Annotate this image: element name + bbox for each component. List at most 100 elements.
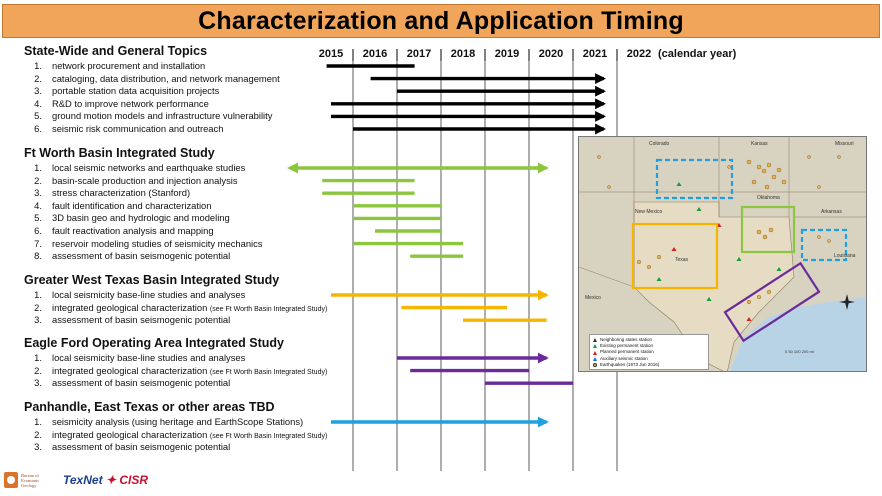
task-number: 2.: [34, 428, 42, 440]
task-label: assessment of basin seismogenic potentia…: [52, 314, 231, 326]
task-note: (see Ft Worth Basin Integrated Study): [209, 305, 328, 313]
task-number: 5.: [34, 110, 42, 122]
map-label-mexico: Mexico: [585, 295, 601, 301]
red-triangle-icon: [593, 350, 597, 355]
task-number: 1.: [34, 289, 42, 300]
task-label: fault reactivation analysis and mapping: [52, 225, 214, 236]
task-text: assessment of basin seismogenic potentia…: [52, 250, 230, 262]
task-text: seismicity analysis (using heritage and …: [52, 416, 303, 428]
task-item: 8.assessment of basin seismogenic potent…: [31, 250, 230, 262]
task-number: 4.: [34, 97, 42, 109]
map-label-colorado: Colorado: [649, 141, 670, 147]
map-label-missouri: Missouri: [835, 141, 854, 147]
blue-triangle-icon: [593, 356, 597, 361]
task-number: 3.: [34, 441, 42, 453]
task-text: assessment of basin seismogenic potentia…: [52, 314, 230, 326]
westtexas-box: [631, 222, 719, 290]
task-label: local seismicity base-line studies and a…: [52, 289, 246, 300]
map-label-new-mexico: New Mexico: [635, 209, 663, 215]
task-label: seismic risk communication and outreach: [52, 123, 224, 134]
task-text: local seismicity base-line studies and a…: [52, 352, 245, 364]
task-number: 7.: [34, 237, 42, 249]
task-label: integrated geological characterization: [52, 428, 208, 440]
year-unit-label: (calendar year): [658, 48, 737, 60]
task-text: fault identification and characterizatio…: [52, 200, 211, 212]
year-label: 2020: [538, 48, 564, 60]
task-item: 5. ground motion models and infrastructur…: [31, 110, 272, 122]
task-text: basin-scale production and injection ana…: [52, 175, 238, 187]
task-number: 3.: [34, 187, 42, 199]
page-title: Characterization and Application Timing: [198, 6, 684, 35]
task-label: assessment of basin seismogenic potentia…: [52, 377, 231, 389]
task-item: 6. seismic risk communication and outreac…: [31, 123, 223, 135]
north-arrow-icon: [839, 294, 855, 310]
task-text: integrated geological characterization (…: [52, 429, 327, 443]
task-label: network procurement and installation: [52, 60, 206, 71]
year-label: 2017: [406, 48, 432, 60]
map-label-oklahoma: Oklahoma: [757, 195, 780, 201]
task-item: 2. integrated geological characterization…: [31, 302, 327, 316]
task-number: 1.: [34, 162, 42, 173]
task-note: (see Ft Worth Basin Integrated Study): [209, 432, 328, 440]
eagleford-box: [723, 261, 821, 343]
legend-row: Planned permanent station: [593, 349, 705, 355]
task-text: assessment of basin seismogenic potentia…: [52, 441, 230, 453]
task-item: 2. integrated geological characterization…: [31, 365, 327, 379]
task-label: 3D basin geo and hydrologic and modeling: [52, 212, 230, 224]
map-graphic: [579, 137, 866, 371]
task-label: assessment of basin seismogenic potentia…: [52, 250, 231, 262]
task-label: seismicity analysis (using heritage and …: [52, 416, 304, 427]
task-label: ground motion models and infrastructure …: [52, 110, 273, 122]
beg-logo: Bureau of Economic Geology: [4, 472, 55, 488]
task-label: portable station data acquisition projec…: [52, 85, 220, 97]
task-item: 7.reservoir modeling studies of seismici…: [31, 237, 262, 250]
task-label: fault identification and characterizatio…: [52, 199, 212, 211]
task-text: R&D to improve network performance: [52, 98, 209, 110]
task-text: ground motion models and infrastructure …: [52, 110, 272, 122]
task-text: fault reactivation analysis and mapping: [52, 225, 214, 237]
task-item: 1. network procurement and installation: [31, 60, 205, 72]
year-label: 2015: [318, 48, 344, 60]
task-label: assessment of basin seismogenic potentia…: [52, 441, 231, 453]
task-item: 3. assessment of basin seismogenic potent…: [31, 441, 230, 453]
task-item: 1. local seismicity base-line studies and…: [31, 289, 245, 301]
task-label: cataloging, data distribution, and netwo…: [52, 72, 280, 84]
beg-logo-icon: [4, 472, 18, 488]
texas-seismicity-map: Colorado Kansas Missouri Oklahoma New Me…: [578, 136, 867, 372]
legend-row: Auxiliary seismic station: [593, 356, 705, 362]
task-number: 5.: [34, 212, 42, 224]
task-item: 4. fault identification and characterizat…: [31, 200, 211, 212]
task-item: 2. integrated geological characterization…: [31, 429, 327, 443]
section-heading: Panhandle, East Texas or other areas TBD: [24, 400, 275, 414]
section-heading: Eagle Ford Operating Area Integrated Stu…: [24, 336, 284, 350]
task-number: 6.: [34, 225, 42, 236]
section-heading: State-Wide and General Topics: [24, 44, 208, 58]
task-number: 2.: [34, 301, 42, 313]
gulf-water: [729, 297, 866, 371]
year-label: 2019: [494, 48, 520, 60]
task-number: 4.: [34, 199, 42, 211]
task-text: 3D basin geo and hydrologic and modeling: [52, 212, 230, 224]
task-label: integrated geological characterization: [52, 301, 208, 313]
year-label: 2016: [362, 48, 388, 60]
task-number: 3.: [34, 377, 42, 389]
east-texas-box: [800, 228, 848, 262]
ftworth-box: [740, 205, 796, 254]
task-number: 6.: [34, 123, 42, 134]
task-note: (see Ft Worth Basin Integrated Study): [209, 368, 328, 376]
title-bar: Characterization and Application Timing: [2, 4, 880, 38]
task-number: 3.: [34, 314, 42, 326]
task-item: 5. 3D basin geo and hydrologic and modeli…: [31, 212, 230, 224]
texnet-cisr-logo: TexNet ✦ CISR: [63, 473, 148, 487]
task-number: 2.: [34, 364, 42, 376]
task-item: 2.basin-scale production and injection a…: [31, 175, 238, 187]
section-heading: Greater West Texas Basin Integrated Stud…: [24, 273, 280, 287]
task-number: 1.: [34, 60, 42, 71]
legend-row: Neighboring states station: [593, 337, 705, 343]
task-item: 1.local seismicity base-line studies and…: [31, 352, 245, 364]
task-text: integrated geological characterization (…: [52, 365, 327, 379]
task-text: cataloging, data distribution, and netwo…: [52, 73, 280, 85]
task-label: local seismic networks and earthquake st…: [52, 162, 246, 173]
task-number: 1.: [34, 416, 42, 427]
